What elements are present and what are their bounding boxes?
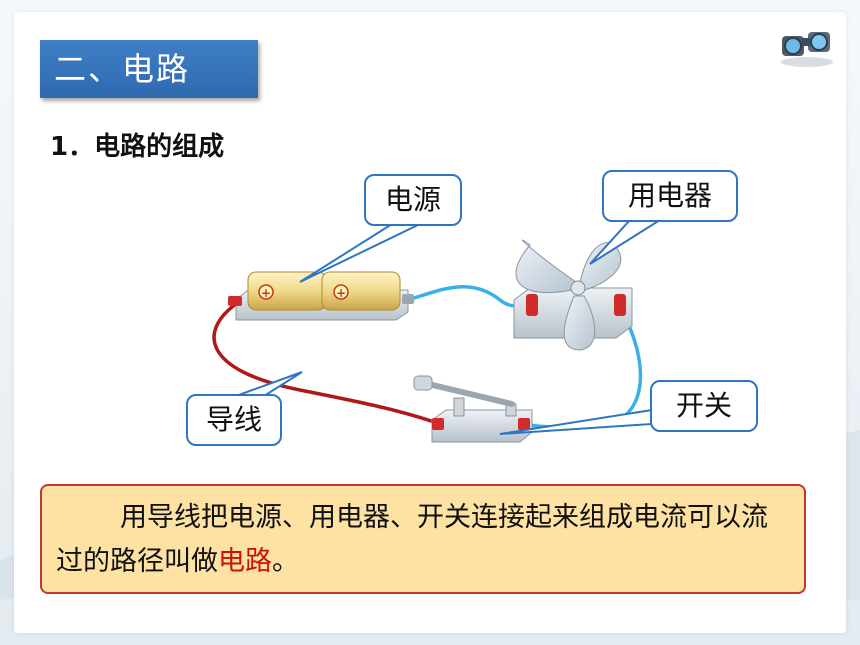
fan-icon bbox=[513, 239, 633, 351]
battery-icon: + + bbox=[228, 271, 414, 321]
device-pointer bbox=[589, 219, 664, 265]
definition-keyword: 电路 bbox=[218, 546, 272, 577]
definition-box: 用导线把电源、用电器、开关连接起来组成电流可以流过的路径叫做电路。 bbox=[40, 484, 806, 594]
wire-pointer bbox=[235, 371, 303, 397]
wire-red bbox=[212, 302, 441, 426]
callout-wire: 导线 bbox=[186, 394, 282, 446]
svg-text:+: + bbox=[336, 286, 346, 300]
wire-blue-top bbox=[407, 285, 529, 308]
section-subtitle: 1．电路的组成 bbox=[50, 132, 225, 162]
callout-switch: 开关 bbox=[650, 380, 758, 432]
definition-end: 。 bbox=[272, 546, 299, 577]
callout-power-source: 电源 bbox=[364, 174, 462, 226]
binoculars-icon bbox=[781, 32, 833, 67]
page-title: 二、电路 bbox=[40, 40, 258, 98]
svg-text:+: + bbox=[261, 286, 271, 300]
callout-appliance: 用电器 bbox=[602, 170, 738, 222]
definition-text: 用导线把电源、用电器、开关连接起来组成电流可以流过的路径叫做 bbox=[56, 502, 768, 577]
